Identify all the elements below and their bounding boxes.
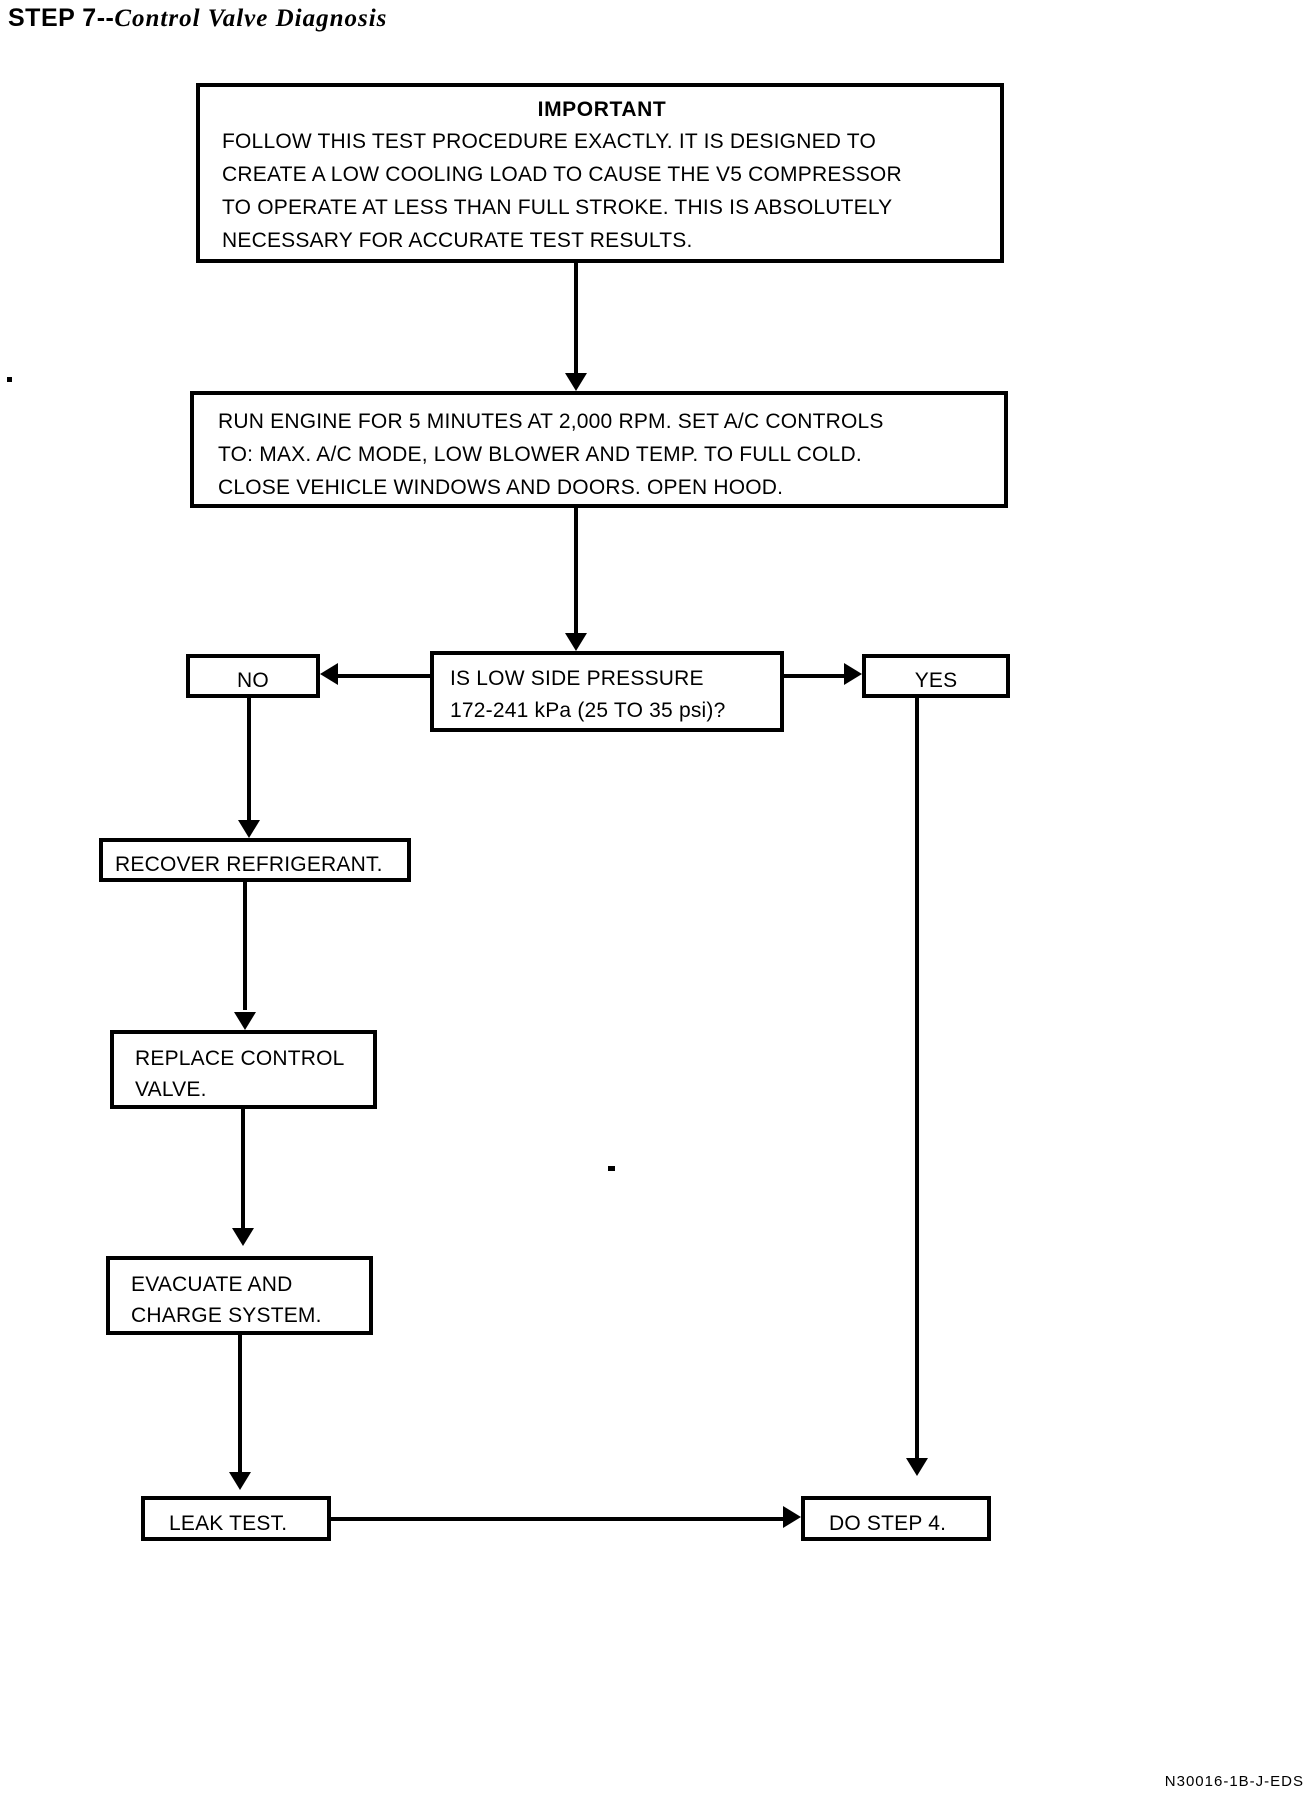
arrowhead-down-icon [229, 1472, 251, 1490]
connector-run-engine-to-question [574, 508, 578, 636]
process-box-text: RECOVER REFRIGERANT. [115, 853, 383, 876]
branch-label-no-text: NO [237, 669, 269, 692]
connector-question-to-yes [784, 674, 844, 678]
arrowhead-left-icon [320, 663, 338, 685]
arrowhead-down-icon [565, 633, 587, 651]
connector-evacuate-to-leak-test [238, 1335, 242, 1475]
process-box-text: RUN ENGINE FOR 5 MINUTES AT 2,000 RPM. S… [218, 410, 884, 499]
connector-recover-to-replace [243, 882, 247, 1010]
arrowhead-right-icon [783, 1506, 801, 1528]
scan-speck [7, 377, 12, 382]
branch-label-yes: YES [862, 654, 1010, 698]
arrowhead-right-icon [844, 663, 862, 685]
page-title-prefix: STEP 7-- [8, 4, 115, 32]
connector-leak-test-to-do-step-4 [331, 1517, 783, 1521]
connector-replace-to-evacuate [241, 1109, 245, 1231]
connector-yes-to-do-step-4 [915, 698, 919, 1461]
branch-label-yes-text: YES [914, 669, 958, 692]
arrowhead-down-icon [906, 1458, 928, 1476]
arrowhead-down-icon [232, 1228, 254, 1246]
branch-label-no: NO [186, 654, 320, 698]
page-title: STEP 7--Control Valve Diagnosis [8, 4, 387, 33]
process-box-text: EVACUATE AND CHARGE SYSTEM. [131, 1273, 322, 1327]
terminal-box-text: DO STEP 4. [829, 1512, 947, 1535]
note-box-important: IMPORTANT FOLLOW THIS TEST PROCEDURE EXA… [196, 83, 1004, 263]
process-box-evacuate-and-charge: EVACUATE AND CHARGE SYSTEM. [106, 1256, 373, 1335]
note-heading: IMPORTANT [537, 98, 667, 121]
process-box-text: REPLACE CONTROL VALVE. [135, 1047, 345, 1101]
process-box-run-engine: RUN ENGINE FOR 5 MINUTES AT 2,000 RPM. S… [190, 391, 1008, 508]
page-title-subject: Control Valve Diagnosis [114, 5, 388, 32]
drawing-code: N30016-1B-J-EDS [1164, 1773, 1304, 1790]
connector-no-to-recover [247, 698, 251, 823]
decision-box-low-side-pressure: IS LOW SIDE PRESSURE 172-241 kPa (25 TO … [430, 651, 784, 732]
terminal-box-leak-test: LEAK TEST. [141, 1496, 331, 1541]
arrowhead-down-icon [565, 373, 587, 391]
decision-box-text: IS LOW SIDE PRESSURE 172-241 kPa (25 TO … [450, 667, 726, 722]
arrowhead-down-icon [238, 820, 260, 838]
note-body: FOLLOW THIS TEST PROCEDURE EXACTLY. IT I… [222, 130, 902, 252]
connector-important-to-run-engine [574, 263, 578, 375]
arrowhead-down-icon [234, 1012, 256, 1030]
scan-speck [608, 1166, 615, 1171]
terminal-box-text: LEAK TEST. [169, 1512, 288, 1535]
terminal-box-do-step-4: DO STEP 4. [801, 1496, 991, 1541]
process-box-recover-refrigerant: RECOVER REFRIGERANT. [99, 838, 411, 882]
connector-question-to-no [338, 674, 434, 678]
process-box-replace-control-valve: REPLACE CONTROL VALVE. [110, 1030, 377, 1109]
